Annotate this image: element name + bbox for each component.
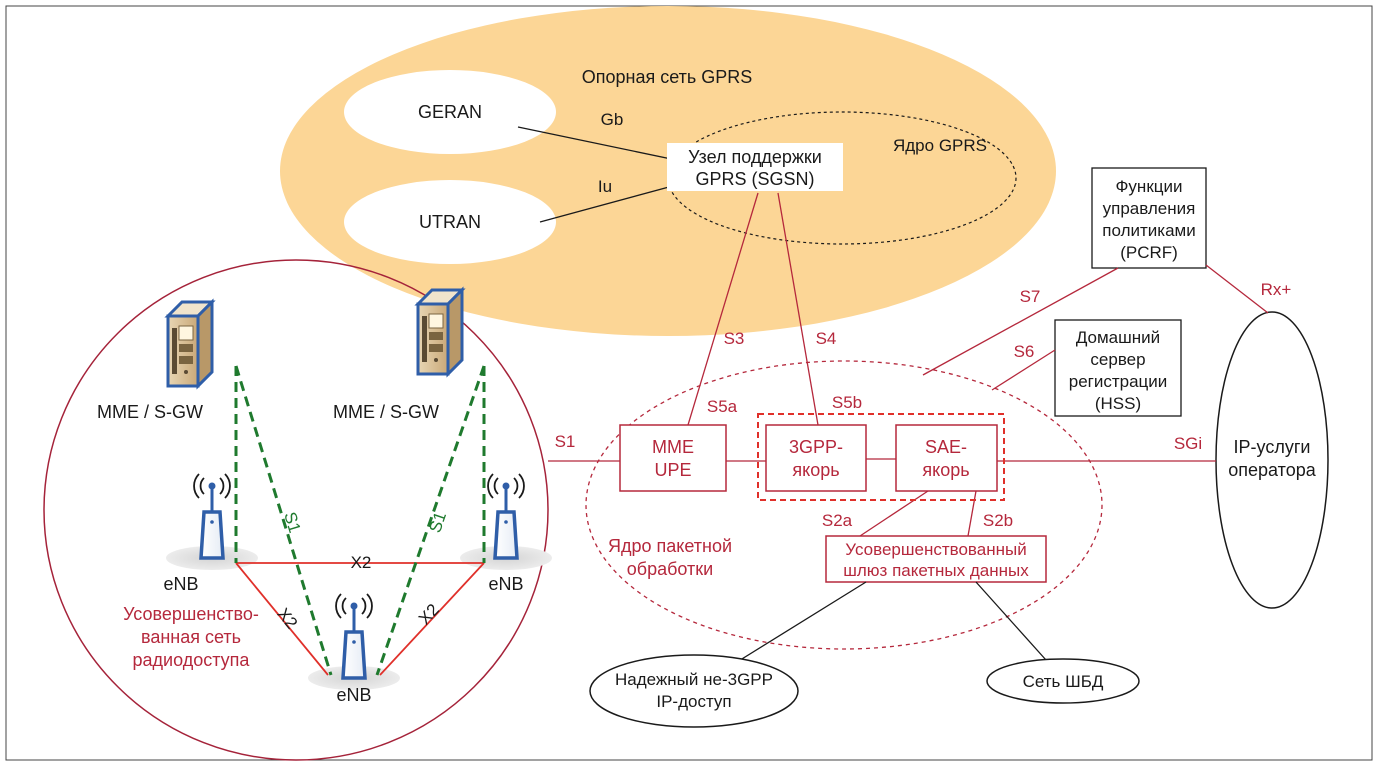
mme-sgw-right-label: MME / S-GW (333, 402, 439, 422)
ip-services-line1: IP-услуги (1234, 437, 1311, 457)
pcrf-box (1091, 167, 1207, 269)
sgi-label: SGi (1174, 434, 1202, 453)
trusted-access-line1: Надежный не-3GPP (615, 670, 773, 689)
server-right-icon (416, 288, 464, 376)
mme-sgw-left-label: MME / S-GW (97, 402, 203, 422)
sae-anchor-box (895, 424, 998, 492)
x2-right-link (379, 562, 485, 676)
wlan-link (975, 581, 1047, 661)
s1-label: S1 (555, 432, 576, 451)
hss-line4: (HSS) (1095, 394, 1141, 413)
s4-link (777, 192, 819, 426)
3gpp-anchor-line1: 3GPP- (789, 437, 843, 457)
iu-link (539, 183, 681, 223)
pcrf-line2: управления (1103, 199, 1196, 218)
hss-node: Домашний сервер регистрации (HSS) (1054, 319, 1182, 417)
s4-label: S4 (816, 329, 837, 348)
eutran-circle (43, 259, 549, 761)
enb-bottom-label: eNB (336, 685, 371, 705)
packet-core: MME UPE 3GPP- якорь SAE- якорь Ядро паке… (548, 192, 1292, 650)
wlan-label: Сеть ШБД (1023, 672, 1104, 691)
s3-link (687, 192, 759, 426)
sgsn-node (667, 143, 843, 191)
ip-services-node: IP-услуги оператора (1215, 311, 1329, 609)
gprs-core-network: Опорная сеть GPRS GERAN UTRAN Ядро GPRS … (280, 6, 1056, 336)
eutran-caption-line1: Усовершенство- (123, 604, 259, 624)
eutran-caption-line2: ванная сеть (141, 627, 241, 647)
enb-right-label: eNB (488, 574, 523, 594)
enb-left-label: eNB (163, 574, 198, 594)
iu-label: Iu (598, 177, 612, 196)
epdg-box (825, 535, 1047, 583)
sgsn-label-line1: Узел поддержки (688, 147, 822, 167)
trusted-access-line2: IP-доступ (656, 692, 731, 711)
pcrf-line3: политиками (1102, 221, 1195, 240)
sae-anchor-line1: SAE- (925, 437, 967, 457)
s5a-label: S5a (707, 397, 738, 416)
hss-line2: сервер (1090, 350, 1145, 369)
3gpp-anchor-box (765, 424, 867, 492)
s2b-link (967, 490, 977, 537)
s7-label: S7 (1020, 287, 1041, 306)
epdg-line1: Усовершенствованный (845, 540, 1026, 559)
packet-core-label-line1: Ядро пакетной (608, 536, 732, 556)
eutran-caption-line3: радиодоступа (133, 650, 251, 670)
s6-link (991, 349, 1056, 391)
pcrf-node: Функции управления политиками (PCRF) (1091, 167, 1207, 269)
non-3gpp-access: Надежный не-3GPP IP-доступ Сеть ШБД (589, 581, 1140, 728)
pcrf-line4: (PCRF) (1120, 243, 1178, 262)
packet-core-ellipse (585, 360, 1103, 650)
gb-label: Gb (601, 110, 624, 129)
s1-right-diagonal (375, 365, 486, 676)
geran-label: GERAN (418, 102, 482, 122)
anchors-group (757, 413, 1005, 501)
sgsn-label-line2: GPRS (SGSN) (695, 169, 814, 189)
geran-node (344, 70, 556, 154)
gprs-title: Опорная сеть GPRS (582, 67, 753, 87)
gprs-core-label: Ядро GPRS (893, 136, 987, 155)
mme-upe-box (619, 424, 727, 492)
epdg-line2: шлюз пакетных данных (843, 561, 1029, 580)
utran-node (344, 180, 556, 264)
hss-line3: регистрации (1069, 372, 1168, 391)
wlan-ellipse (986, 658, 1140, 704)
s3-label: S3 (724, 329, 745, 348)
x2-left-link (235, 562, 329, 676)
rx-link (1205, 264, 1269, 314)
mme-upe-line1: MME (652, 437, 694, 457)
mme-upe-line2: UPE (654, 460, 691, 480)
ip-services-line2: оператора (1228, 460, 1316, 480)
x2-top-label: X2 (351, 553, 372, 572)
hss-line1: Домашний (1076, 328, 1160, 347)
server-left-icon (166, 300, 214, 388)
rx-label: Rx+ (1261, 280, 1292, 299)
s5b-label: S5b (832, 393, 862, 412)
3gpp-anchor-line2: якорь (792, 460, 839, 480)
s7-link (922, 267, 1119, 376)
ip-services-ellipse (1215, 311, 1329, 609)
sae-anchor-line2: якорь (922, 460, 969, 480)
trusted-access-ellipse (589, 654, 799, 728)
s2a-label: S2a (822, 511, 853, 530)
pcrf-line1: Функции (1116, 177, 1183, 196)
s6-label: S6 (1014, 342, 1035, 361)
packet-core-label-line2: обработки (627, 559, 713, 579)
s2a-link (859, 490, 929, 537)
s2b-label: S2b (983, 511, 1013, 530)
utran-label: UTRAN (419, 212, 481, 232)
s1-left-diagonal (234, 365, 333, 676)
hss-box (1054, 319, 1182, 417)
